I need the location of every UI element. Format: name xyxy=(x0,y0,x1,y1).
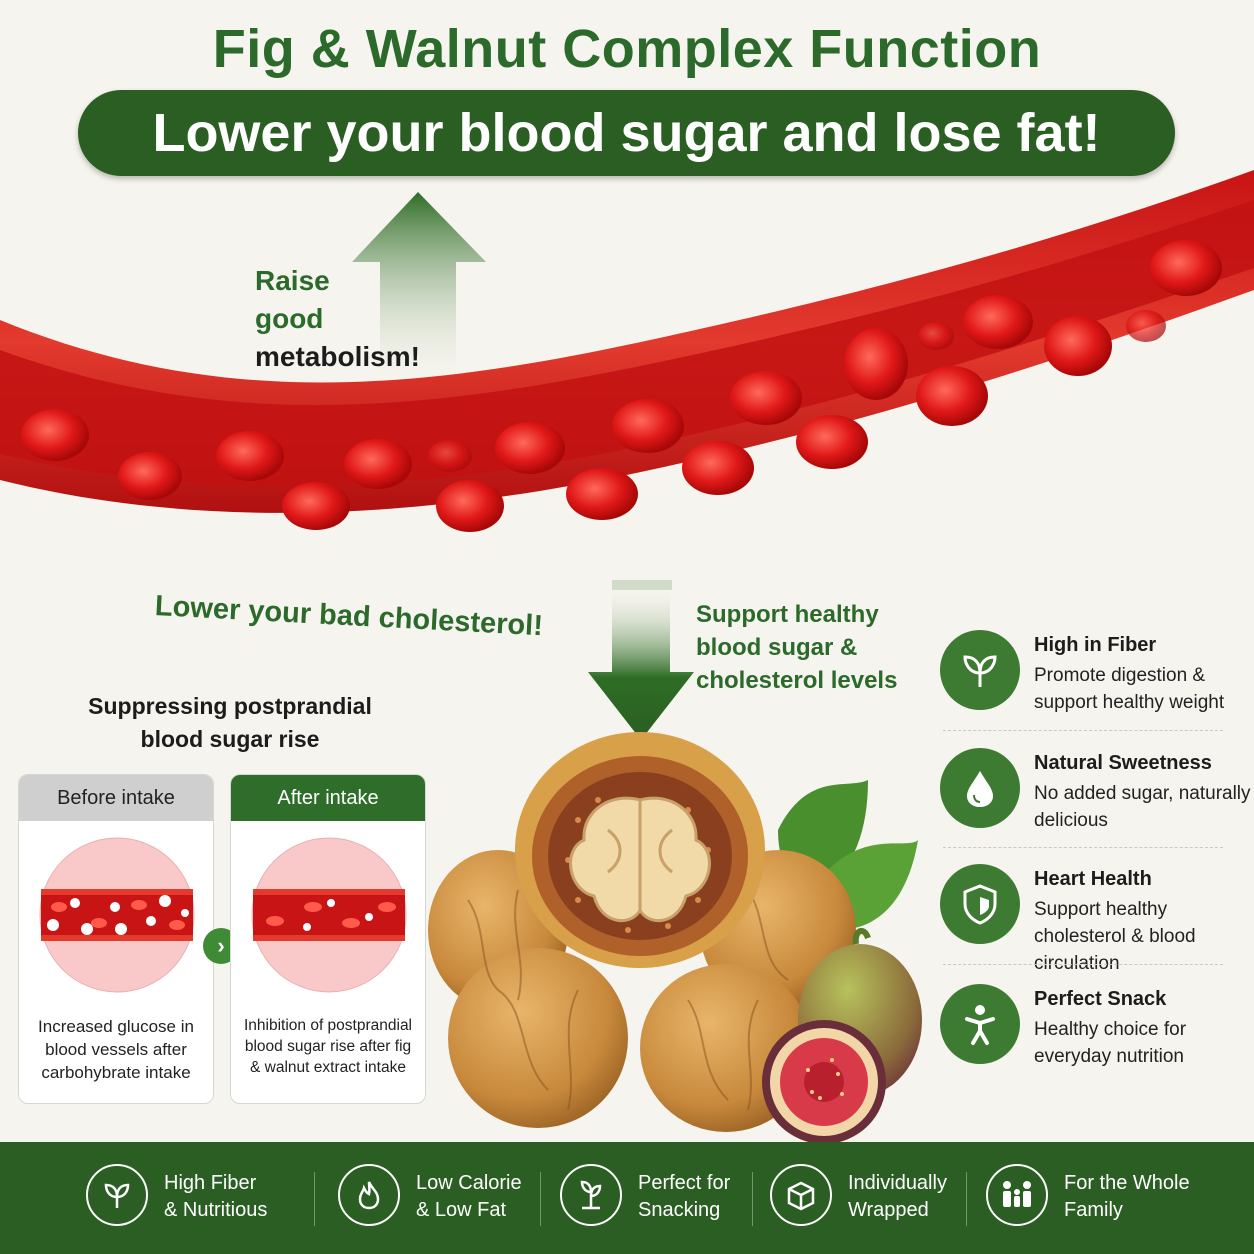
footer-item-label: Family xyxy=(1064,1199,1123,1221)
shield-icon xyxy=(940,864,1020,944)
footer-item-label: & Nutritious xyxy=(164,1199,268,1221)
feature-heart-health: Heart Health Support healthy cholesterol… xyxy=(940,864,1240,974)
lower-cholesterol-label: Lower your bad cholesterol! xyxy=(154,590,544,643)
divider xyxy=(540,1172,541,1226)
leaf-icon xyxy=(86,1164,148,1226)
leaf-icon xyxy=(940,630,1020,710)
after-intake-panel: After intake Inhibition of postprandial … xyxy=(230,774,426,1104)
up-arrow-icon xyxy=(352,192,486,390)
footer-item-label: For the Whole xyxy=(1064,1172,1190,1194)
raise-line: Raise xyxy=(255,265,330,296)
footer-item-label: Snacking xyxy=(638,1199,721,1221)
after-intake-label: After intake xyxy=(231,775,425,821)
sprout-icon xyxy=(560,1164,622,1226)
footer-item-label: Perfect for xyxy=(638,1172,731,1194)
feature-description: Support healthy cholesterol & blood circ… xyxy=(1034,899,1196,974)
vessel-closeup-low-glucose xyxy=(251,837,407,993)
support-line: Support healthy xyxy=(696,601,879,628)
footer-item-label: High Fiber xyxy=(164,1172,257,1194)
fig-walnut-product-image xyxy=(428,732,922,1142)
footer-item-label: Low Calorie xyxy=(416,1172,522,1194)
red-blood-cells xyxy=(21,240,1222,532)
support-line: cholesterol levels xyxy=(696,667,898,694)
down-arrow-icon xyxy=(588,584,694,740)
feature-title: High in Fiber xyxy=(1034,634,1157,656)
after-intake-caption: Inhibition of postprandial blood sugar r… xyxy=(243,1017,413,1076)
water-drop-icon xyxy=(940,748,1020,828)
divider xyxy=(966,1172,967,1226)
divider xyxy=(752,1172,753,1226)
divider xyxy=(943,847,1223,848)
divider xyxy=(943,964,1223,965)
person-icon xyxy=(940,984,1020,1064)
comparison-title-line: blood sugar rise xyxy=(140,726,320,752)
divider xyxy=(314,1172,315,1226)
before-intake-panel: Before intake Increased glucose in blood… xyxy=(18,774,214,1104)
package-icon xyxy=(770,1164,832,1226)
feature-title: Perfect Snack xyxy=(1034,988,1167,1010)
divider xyxy=(943,730,1223,731)
feature-description: No added sugar, naturally delicious xyxy=(1034,783,1251,831)
footer-item-label: Wrapped xyxy=(848,1199,929,1221)
feature-natural-sweetness: Natural Sweetness No added sugar, natura… xyxy=(940,748,1251,848)
before-intake-label: Before intake xyxy=(19,775,213,821)
comparison-title: Suppressing postprandial blood sugar ris… xyxy=(40,690,420,756)
feature-title: Natural Sweetness xyxy=(1034,752,1212,774)
support-line: blood sugar & xyxy=(696,634,858,661)
footer-item-label: & Low Fat xyxy=(416,1199,507,1221)
feature-perfect-snack: Perfect Snack Healthy choice for everyda… xyxy=(940,984,1240,1084)
before-intake-caption: Increased glucose in blood vessels after… xyxy=(38,1017,194,1082)
comparison-title-line: Suppressing postprandial xyxy=(88,693,372,719)
family-icon xyxy=(986,1164,1048,1226)
feature-description: Promote digestion & support healthy weig… xyxy=(1034,665,1225,713)
footer-benefits-bar: High Fiber & Nutritious Low Calorie & Low … xyxy=(0,1142,1254,1254)
feature-high-fiber: High in Fiber Promote digestion & suppor… xyxy=(940,630,1240,730)
footer-item-label: Individually xyxy=(848,1172,947,1194)
support-levels-label: Support healthy blood sugar & cholestero… xyxy=(696,598,897,697)
raise-line: good xyxy=(255,303,324,334)
headline-banner: Lower your blood sugar and lose fat! xyxy=(78,90,1175,176)
feature-description: Healthy choice for everyday nutrition xyxy=(1034,1019,1187,1067)
blood-vessel-illustration xyxy=(0,170,1254,590)
raise-metabolism-label: Raise good metabolism! xyxy=(255,262,420,376)
raise-line: metabolism! xyxy=(255,341,420,372)
vessel-closeup-high-glucose xyxy=(39,837,195,993)
page-title: Fig & Walnut Complex Function xyxy=(212,19,1042,79)
feature-title: Heart Health xyxy=(1034,868,1152,890)
flame-icon xyxy=(338,1164,400,1226)
